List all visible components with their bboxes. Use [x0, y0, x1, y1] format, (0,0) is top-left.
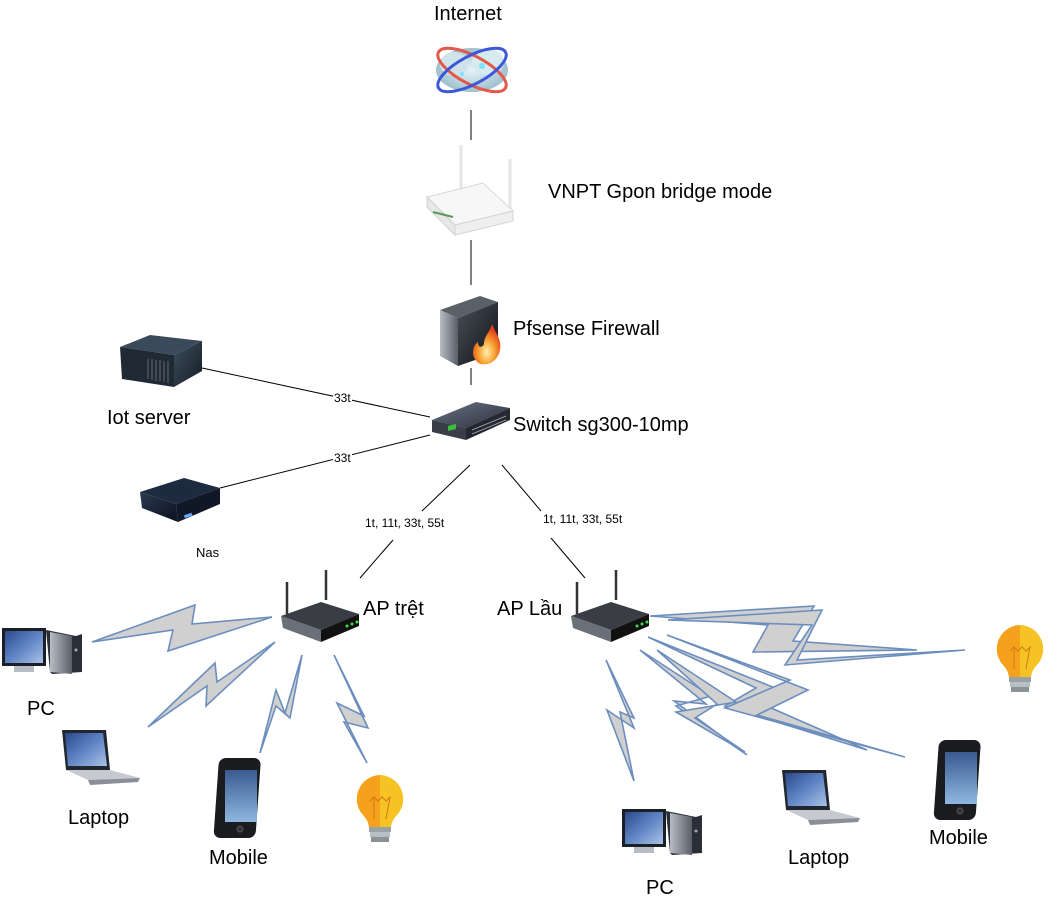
wireless-router-icon[interactable] — [281, 570, 359, 642]
wireless-link-tret-bulb — [333, 654, 370, 764]
wireless-link-lau-mobile-2 — [666, 634, 906, 758]
edge-label-nas-switch: 33t — [333, 451, 352, 465]
lau-laptop-label: Laptop — [788, 847, 850, 869]
tret-laptop-label: Laptop — [68, 807, 130, 829]
gpon-router-icon[interactable] — [426, 145, 515, 237]
ap-lau-label: AP Lầu — [497, 598, 563, 620]
link-switch-ap-lau-2 — [550, 537, 586, 579]
link-iot-switch — [201, 367, 431, 418]
wireless-link-lau-pc — [605, 659, 636, 782]
edge-label-iot-switch: 33t — [333, 391, 352, 405]
server-icon[interactable] — [120, 335, 202, 387]
tret-mobile-label: Mobile — [209, 847, 268, 869]
mobile-phone-icon[interactable] — [933, 740, 981, 820]
wireless-link-tret-pc — [91, 603, 273, 653]
link-nas-switch — [219, 434, 431, 489]
internet-cloud-icon[interactable] — [432, 40, 512, 100]
wireless-link-lau-laptop-2 — [656, 649, 746, 753]
nas-label: Nas — [196, 545, 220, 560]
light-bulb-icon[interactable] — [996, 625, 1044, 692]
light-bulb-icon[interactable] — [356, 775, 404, 842]
wireless-router-icon[interactable] — [571, 570, 649, 642]
mobile-phone-icon[interactable] — [213, 758, 261, 838]
firewall-label: Pfsense Firewall — [513, 318, 660, 340]
link-switch-ap-tret — [421, 464, 471, 512]
link-switch-ap-lau — [501, 464, 542, 512]
nas-icon[interactable] — [140, 478, 220, 522]
ap-tret-label: AP trệt — [363, 598, 424, 620]
laptop-icon[interactable] — [782, 770, 860, 825]
edge-label-switch-ap-lau: 1t, 11t, 33t, 55t — [542, 512, 624, 526]
lau-mobile-label: Mobile — [929, 827, 988, 849]
wired-links — [201, 110, 586, 579]
wireless-link-tret-mobile — [259, 654, 303, 754]
iot-server-label: Iot server — [107, 407, 191, 429]
switch-label: Switch sg300-10mp — [513, 414, 689, 436]
tret-pc-label: PC — [27, 698, 55, 720]
wireless-link-lau-bulb-2 — [667, 609, 966, 666]
gpon-label: VNPT Gpon bridge mode — [548, 181, 773, 203]
edge-label-switch-ap-tret: 1t, 11t, 33t, 55t — [364, 516, 446, 530]
desktop-pc-icon[interactable] — [622, 809, 702, 855]
network-switch-icon[interactable] — [432, 402, 510, 440]
link-switch-ap-tret-2 — [359, 539, 394, 579]
wireless-link-tret-laptop — [147, 641, 276, 728]
desktop-pc-icon[interactable] — [2, 628, 82, 674]
lau-pc-label: PC — [646, 877, 674, 899]
firewall-icon[interactable] — [440, 296, 501, 366]
internet-label: Internet — [434, 3, 502, 25]
laptop-icon[interactable] — [62, 730, 140, 785]
